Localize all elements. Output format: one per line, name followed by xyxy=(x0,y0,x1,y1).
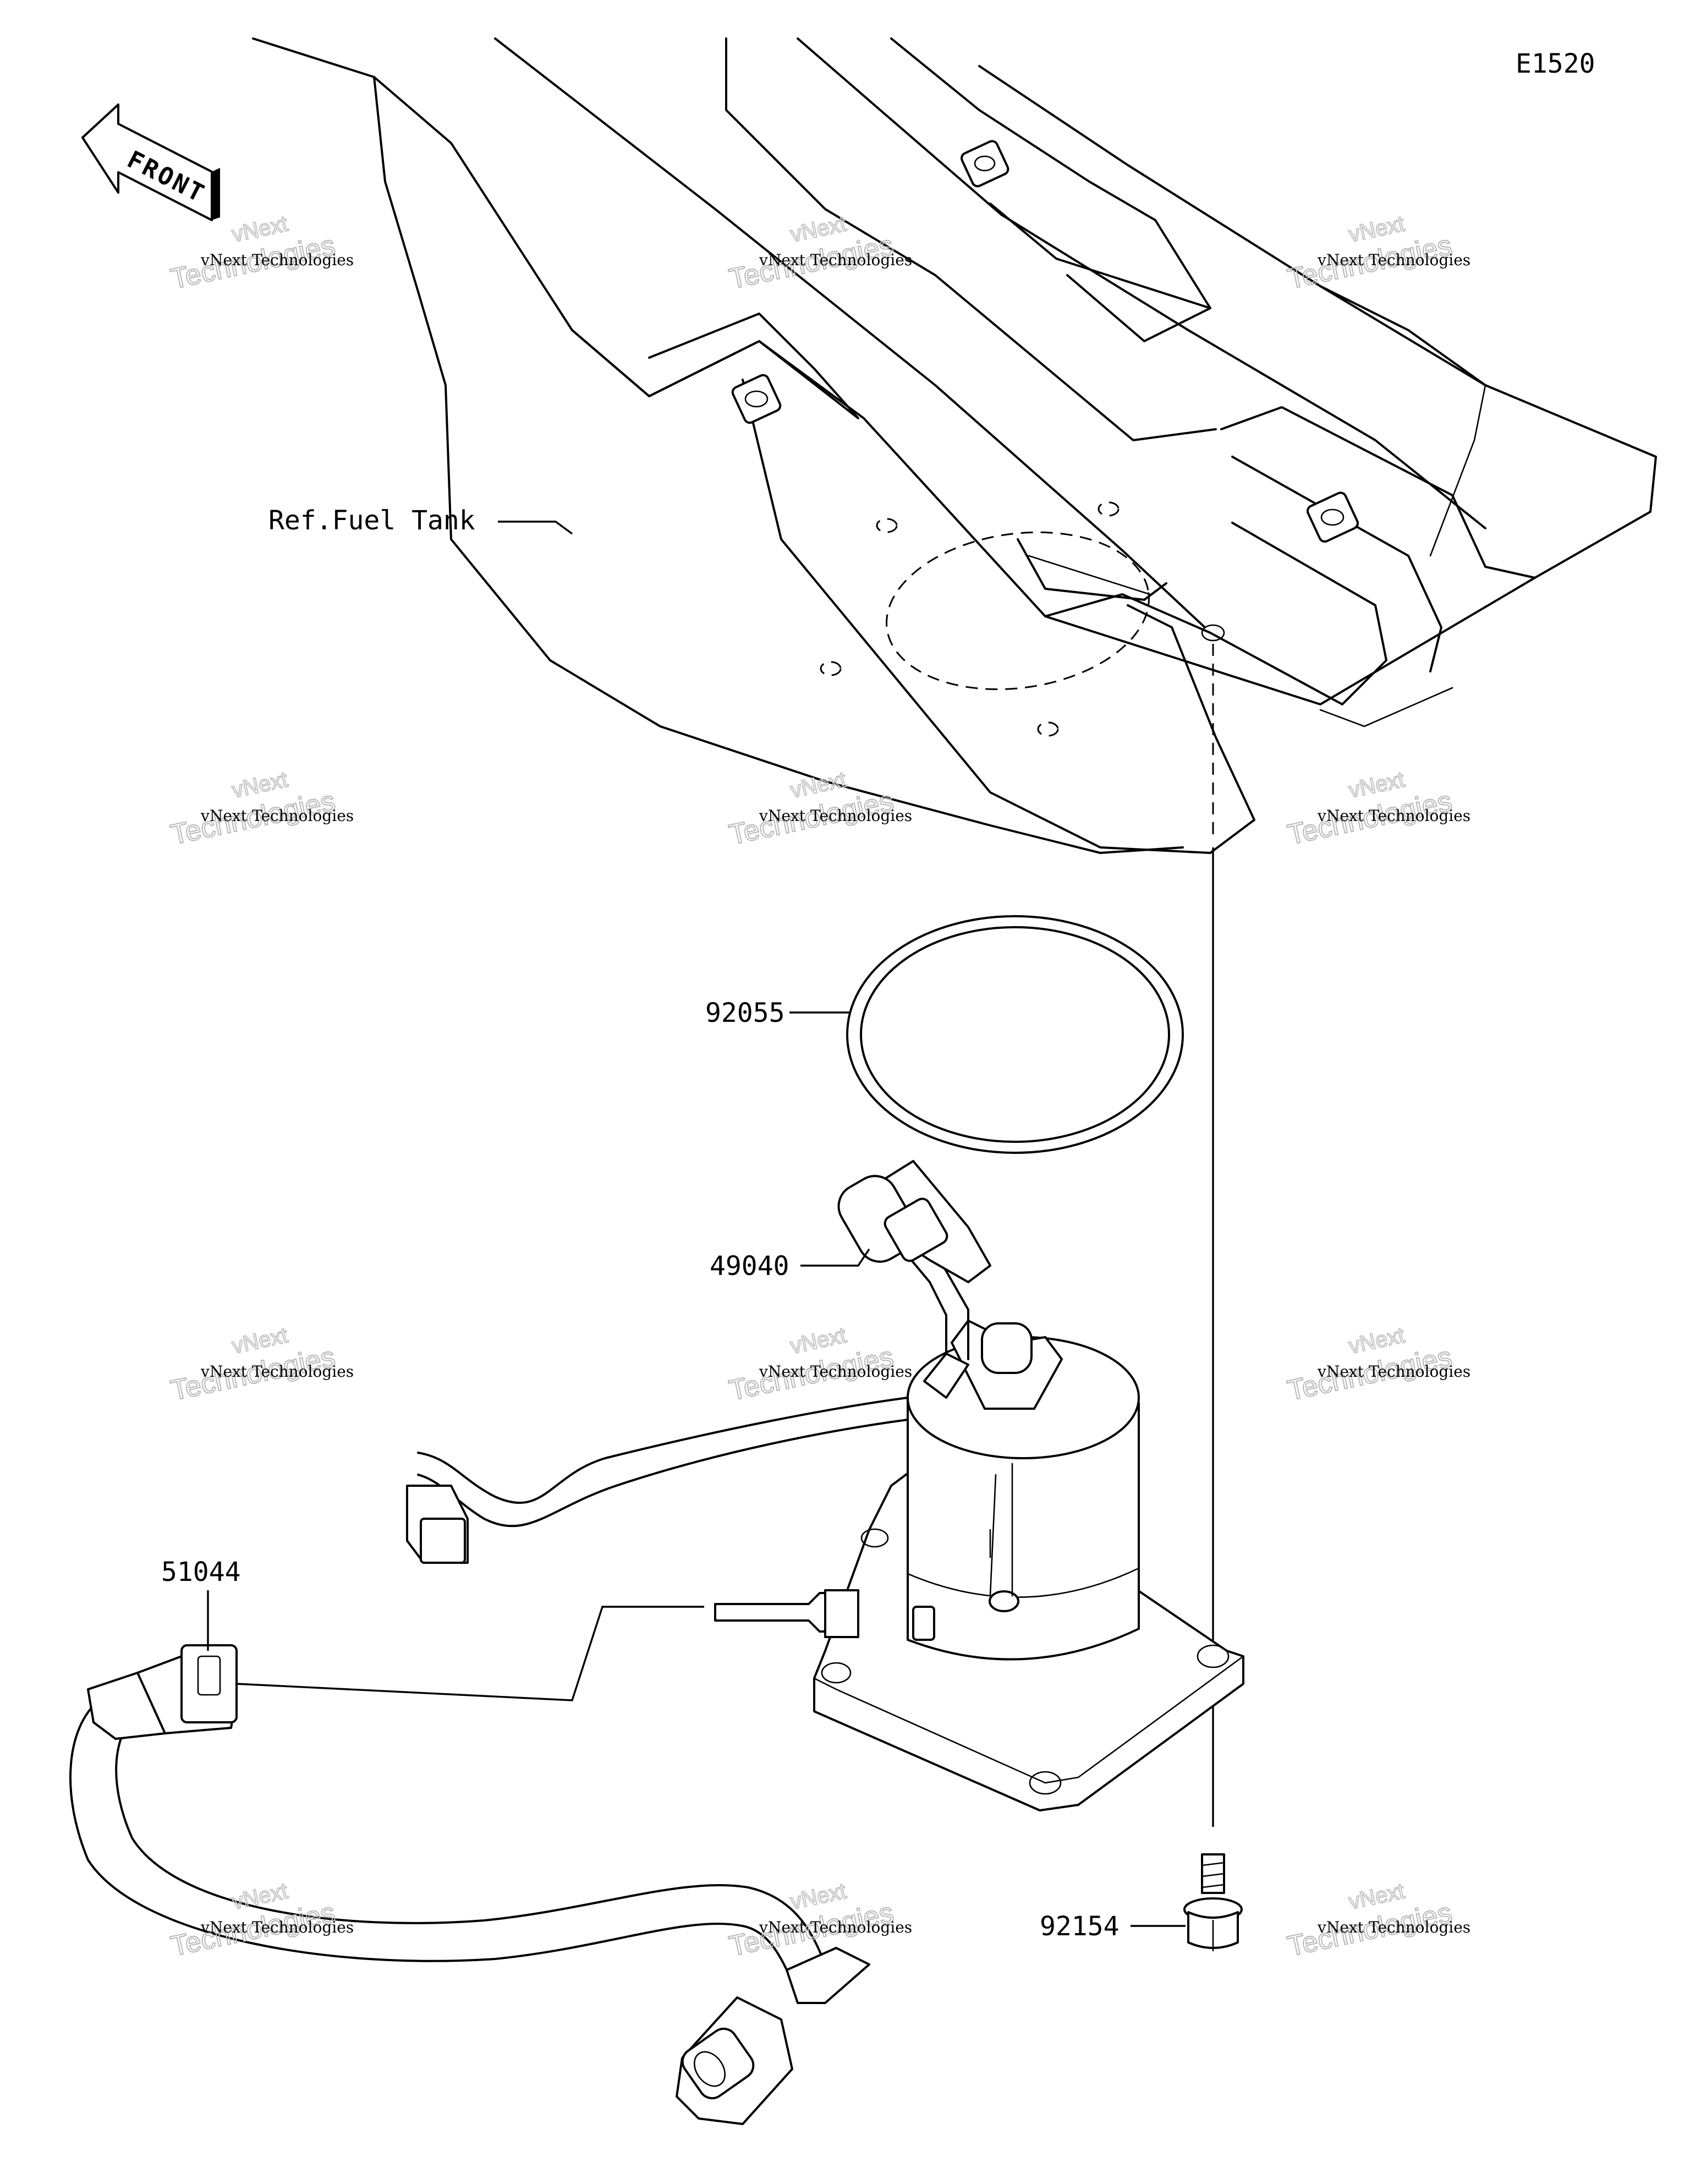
fuel-tank-outline xyxy=(252,37,1657,854)
watermark-text: vNext Technologies xyxy=(200,251,354,269)
watermark-text: vNext Technologies xyxy=(200,1918,354,1936)
watermark-text: vNext Technologies xyxy=(1317,807,1470,825)
fuel-pump-assembly-49040 xyxy=(406,1160,1244,1811)
leader-lines xyxy=(207,521,1186,1927)
label-ref-fuel-tank: Ref.Fuel Tank xyxy=(268,505,475,536)
label-92154: 92154 xyxy=(1040,1911,1120,1942)
fuel-hose-51044 xyxy=(69,1644,870,2125)
watermark-text: vNext Technologies xyxy=(1317,251,1470,269)
label-92055: 92055 xyxy=(705,998,785,1028)
watermark-text: vNext Technologies xyxy=(200,1362,354,1381)
watermark-text: vNext Technologies xyxy=(200,807,354,825)
watermark-text: vNext Technologies xyxy=(759,1918,912,1936)
watermark-text: vNext Technologies xyxy=(759,1362,912,1381)
o-ring-92055 xyxy=(846,915,1184,1154)
watermark-text: vNext Technologies xyxy=(1317,1918,1470,1936)
diagram-code: E1520 xyxy=(1516,48,1595,79)
bolt-92154 xyxy=(1183,1853,1243,1952)
watermark-text: vNext Technologies xyxy=(759,251,912,269)
front-arrow-icon: FRONT xyxy=(81,103,220,221)
watermark-text: vNext Technologies xyxy=(1317,1362,1470,1381)
label-49040: 49040 xyxy=(710,1251,789,1282)
watermark-text: vNext Technologies xyxy=(759,807,912,825)
label-51044: 51044 xyxy=(161,1557,241,1588)
